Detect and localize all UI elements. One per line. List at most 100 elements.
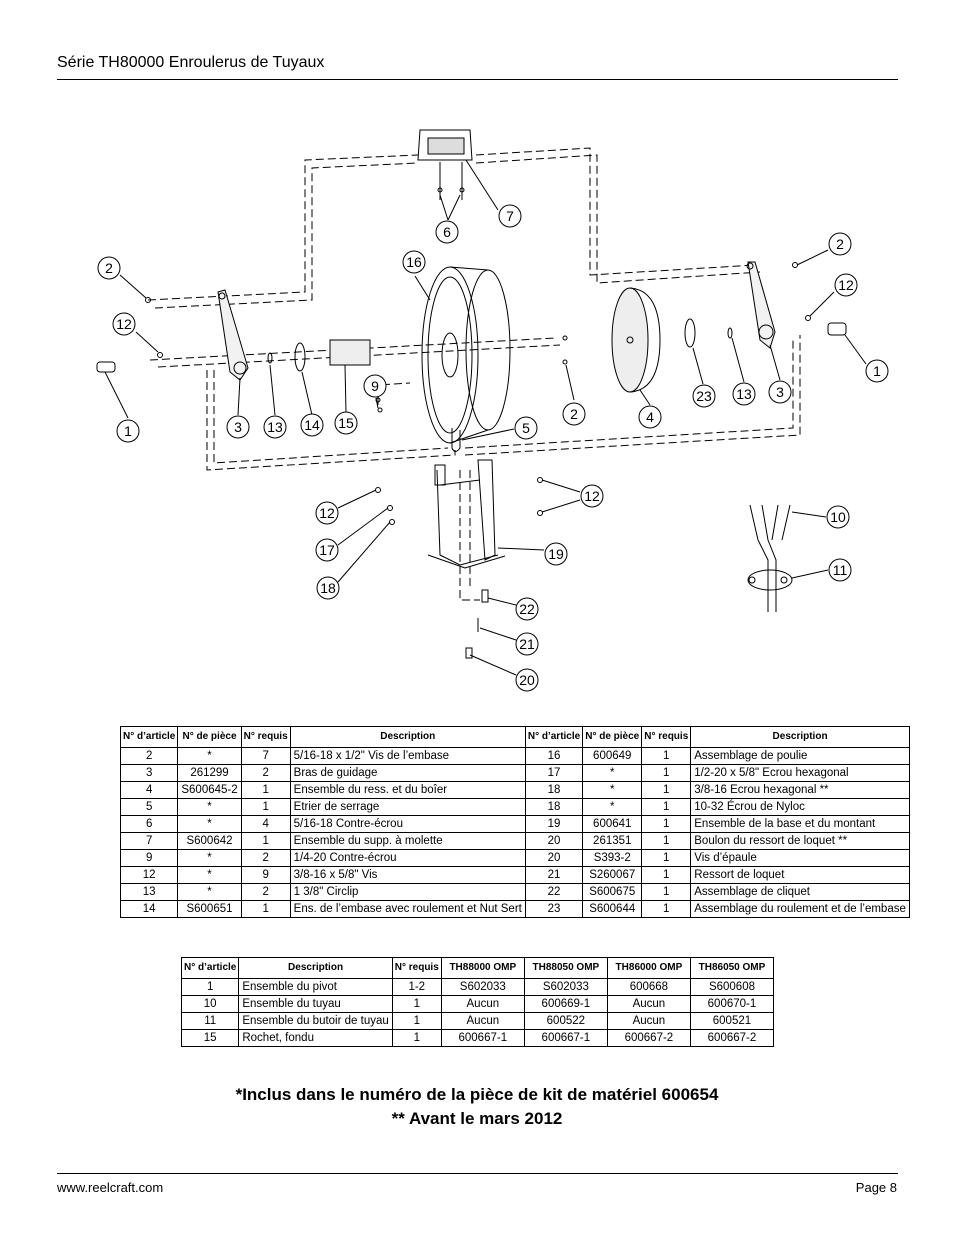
callout-11: 11 — [828, 558, 852, 582]
table-cell: Assemblage du roulement et de l’embase — [690, 900, 910, 918]
callout-5: 5 — [514, 416, 538, 440]
swivel-left-part — [96, 361, 116, 373]
callout-15: 15 — [334, 411, 358, 435]
table-cell: 18 — [524, 798, 584, 816]
column-header: N° requis — [240, 726, 291, 748]
table-cell: 1/4-20 Contre-écrou — [289, 849, 526, 867]
leader-lines — [104, 159, 867, 676]
table-cell: 2 — [240, 883, 291, 901]
table-cell: 1/2-20 x 5/8" Ecrou hexagonal — [690, 764, 910, 782]
callout-1-left: 1 — [116, 419, 140, 443]
table-cell: S600644 — [582, 900, 643, 918]
svg-text:12: 12 — [116, 316, 132, 332]
table-cell: 1-2 — [391, 978, 442, 996]
column-header: N° requis — [391, 957, 442, 979]
table-cell: Etrier de serrage — [289, 798, 526, 816]
svg-text:14: 14 — [304, 417, 320, 433]
table-cell: 2 — [240, 764, 291, 782]
table-cell: 18 — [524, 781, 584, 799]
table-cell: 1 — [391, 1012, 442, 1030]
guide-arm-right-part — [746, 261, 776, 349]
table-cell: 3/8-16 x 5/8" Vis — [289, 866, 526, 884]
table-cell: 1 — [641, 815, 692, 833]
pawl-part — [481, 589, 489, 603]
table-cell: 9 — [240, 866, 291, 884]
table-cell: 1 — [240, 900, 291, 918]
table-cell: 10 — [180, 995, 240, 1013]
table-cell: 1 — [641, 900, 692, 918]
callout-16: 16 — [402, 250, 426, 274]
callout-23: 23 — [692, 384, 716, 408]
hardware-screws — [145, 187, 811, 525]
callout-22: 22 — [515, 597, 539, 621]
svg-text:12: 12 — [319, 505, 335, 521]
table-cell: 14 — [119, 900, 179, 918]
table-cell: Boulon du ressort de loquet ** — [690, 832, 910, 850]
callout-13-right: 13 — [732, 382, 756, 406]
svg-text:1: 1 — [124, 423, 132, 439]
table-cell: 22 — [524, 883, 584, 901]
table-cell: 2 — [240, 849, 291, 867]
table-cell: 1 — [641, 866, 692, 884]
column-header: TH88050 OMP — [523, 957, 608, 979]
bearing-hub-left-part — [294, 342, 306, 372]
exploded-parts-diagram: 2 12 1 3 13 14 15 16 9 7 6 5 2 4 23 13 3… — [96, 129, 889, 692]
table-cell: Ensemble du supp. à molette — [289, 832, 526, 850]
table-cell: Rochet, fondu — [238, 1029, 393, 1047]
footer-rule — [57, 1173, 898, 1174]
table-cell: S600645-2 — [177, 781, 242, 799]
table-cell: 1 — [641, 781, 692, 799]
table-cell: Ressort de loquet — [690, 866, 910, 884]
svg-text:9: 9 — [371, 378, 379, 394]
column-header: N° requis — [641, 726, 692, 748]
callout-1-right: 1 — [865, 359, 889, 383]
table-cell: 1 — [641, 883, 692, 901]
table-cell: S602033 — [440, 978, 525, 996]
kit-note-line-2: ** Avant le mars 2012 — [391, 1109, 563, 1128]
table-cell: Ens. de l’embase avec roulement et Nut S… — [289, 900, 526, 918]
callout-3-left: 3 — [226, 415, 250, 439]
table-cell: S602033 — [523, 978, 608, 996]
bearing-hub-right-part — [684, 318, 696, 348]
table-cell: Ensemble du butoir de tuyau — [238, 1012, 393, 1030]
svg-text:13: 13 — [736, 386, 752, 402]
table-cell: 7 — [240, 747, 291, 765]
callout-12-right: 12 — [834, 273, 858, 297]
table-cell: * — [177, 866, 242, 884]
callout-21: 21 — [515, 632, 539, 656]
table-cell: Assemblage de poulie — [690, 747, 910, 765]
callout-10: 10 — [826, 505, 850, 529]
column-header: TH86050 OMP — [689, 957, 775, 979]
page-number: Page 8 — [855, 1180, 897, 1195]
kit-notes: *Inclus dans le numéro de la pièce de ki… — [0, 1083, 954, 1131]
table-cell: * — [177, 883, 242, 901]
table-cell: 1 — [641, 747, 692, 765]
page-title: Série TH80000 Enroulerus de Tuyaux — [57, 54, 325, 71]
callout-19: 19 — [544, 542, 568, 566]
table-cell: 3/8-16 Ecrou hexagonal ** — [690, 781, 910, 799]
table-cell: 15 — [180, 1029, 240, 1047]
table-cell: 1 — [180, 978, 240, 996]
svg-text:6: 6 — [443, 224, 451, 240]
table-cell: * — [582, 798, 643, 816]
table-cell: 6 — [119, 815, 179, 833]
column-header: Description — [289, 726, 526, 748]
table-cell: 21 — [524, 866, 584, 884]
svg-text:2: 2 — [570, 406, 578, 422]
latch-bolt-part — [465, 647, 473, 659]
table-cell: 17 — [524, 764, 584, 782]
svg-text:17: 17 — [319, 542, 335, 558]
table-cell: * — [582, 781, 643, 799]
table-cell: 23 — [524, 900, 584, 918]
table-cell: Ensemble du tuyau — [238, 995, 393, 1013]
table-cell: Aucun — [440, 995, 525, 1013]
callout-12-base-right: 12 — [580, 484, 604, 508]
table-cell: 1 — [641, 849, 692, 867]
